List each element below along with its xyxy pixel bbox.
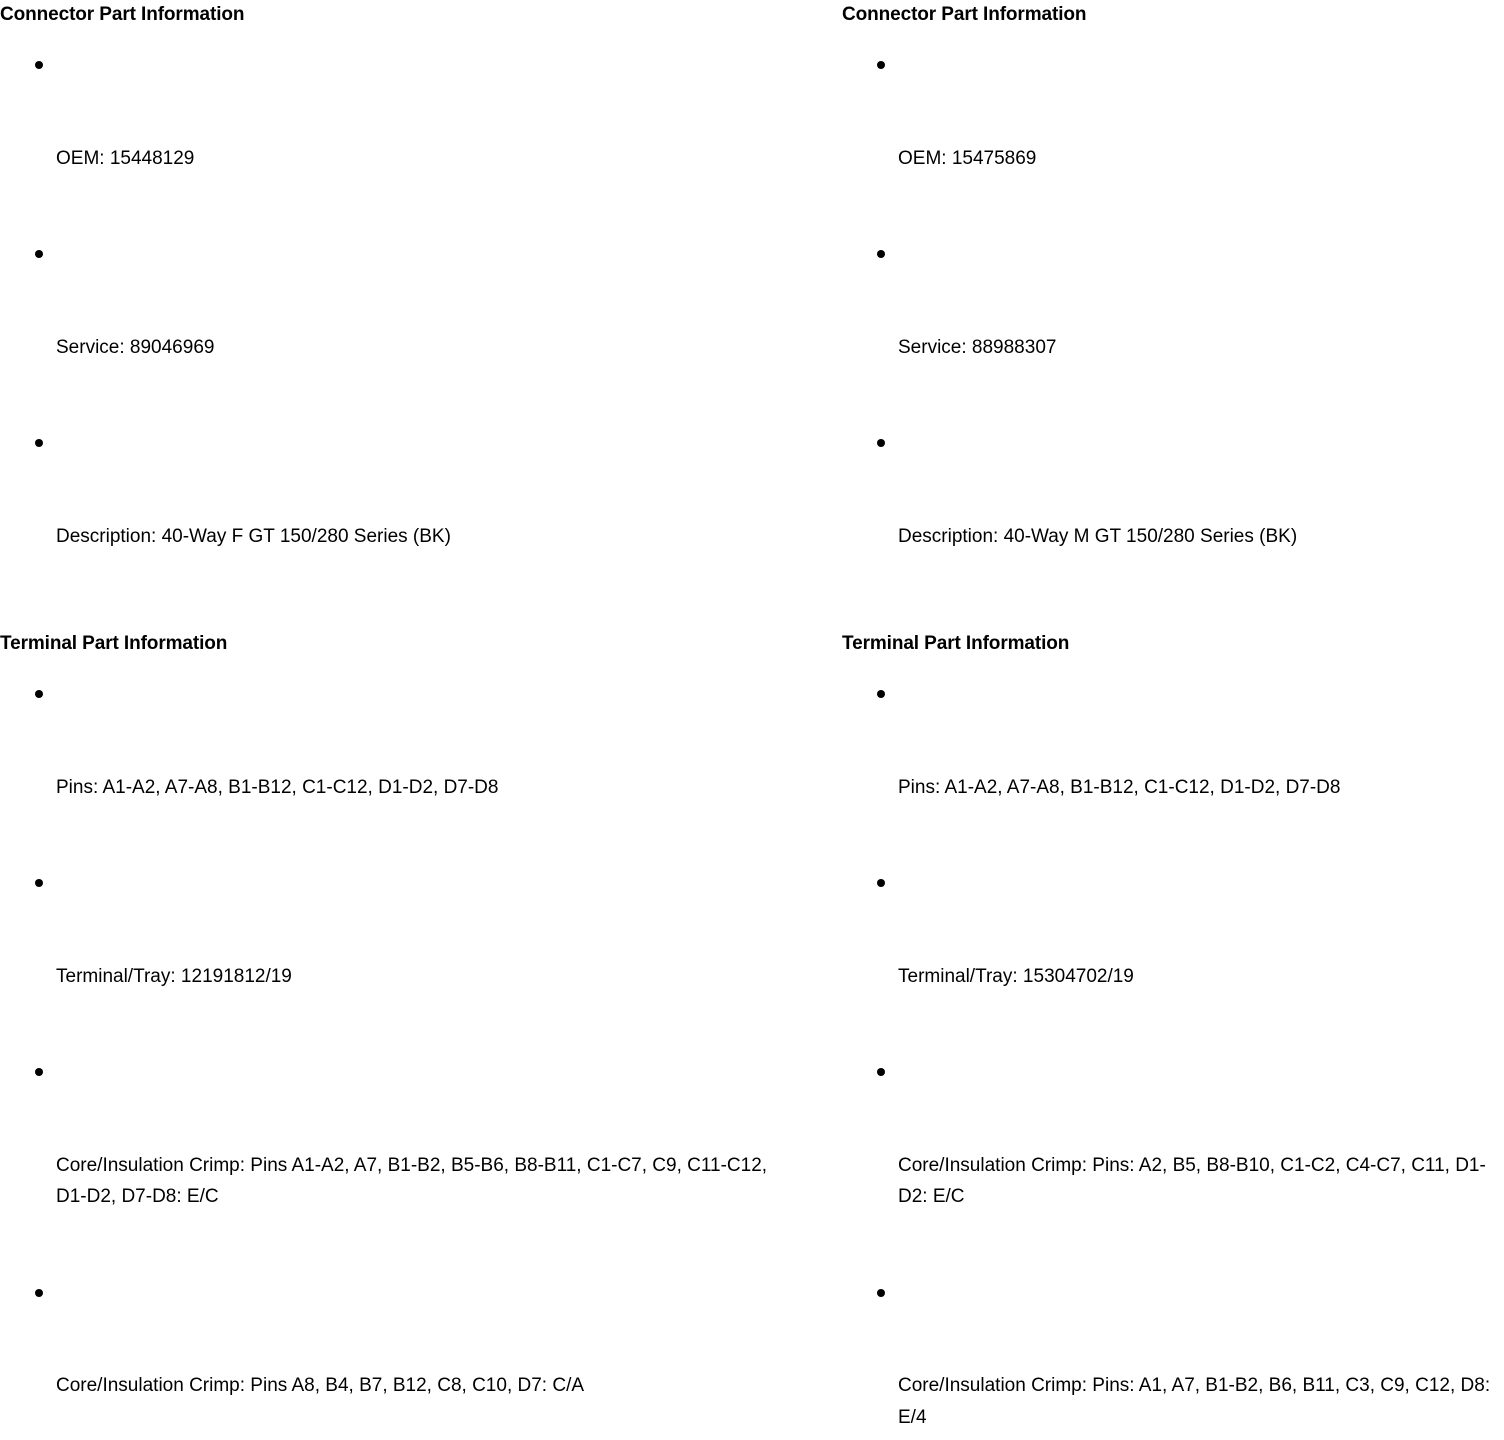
spacer — [0, 655, 800, 677]
list-item: Terminal/Tray: 15304702/19 — [842, 866, 1504, 1055]
part-information-page: Connector Part Information OEM: 15448129… — [0, 0, 1504, 720]
spacer — [842, 655, 1504, 677]
bullet-icon — [35, 439, 43, 447]
list-item-text: Service: 89046969 — [56, 332, 800, 364]
bullet-icon — [877, 61, 885, 69]
list-item-text: Pins: A1-A2, A7-A8, B1-B12, C1-C12, D1-D… — [56, 772, 800, 804]
list-item-text: Pins: A1-A2, A7-A8, B1-B12, C1-C12, D1-D… — [898, 772, 1504, 804]
list-item-text: OEM: 15448129 — [56, 143, 800, 175]
list-item-text: Core/Insulation Crimp: Pins: A2, B5, B8-… — [898, 1150, 1504, 1213]
spacer — [0, 26, 800, 48]
connector-part-list-right: OEM: 15475869 Service: 88988307 Descript… — [842, 48, 1504, 615]
list-item: Service: 89046969 — [0, 237, 800, 426]
bullet-icon — [35, 879, 43, 887]
bullet-icon — [35, 1068, 43, 1076]
bullet-icon — [877, 690, 885, 698]
list-item: Core/Insulation Crimp: Pins: A2, B5, B8-… — [842, 1055, 1504, 1276]
terminal-group-1-left: Pins: A1-A2, A7-A8, B1-B12, C1-C12, D1-D… — [0, 677, 800, 1440]
list-item-text: Terminal/Tray: 12191812/19 — [56, 961, 800, 993]
list-item-text: Terminal/Tray: 15304702/19 — [898, 961, 1504, 993]
list-item: Core/Insulation Crimp: Pins: A1, A7, B1-… — [842, 1276, 1504, 1440]
spacer — [842, 26, 1504, 48]
bullet-icon — [35, 690, 43, 698]
list-item: Pins: A1-A2, A7-A8, B1-B12, C1-C12, D1-D… — [0, 677, 800, 866]
bullet-icon — [35, 61, 43, 69]
list-item-text: Service: 88988307 — [898, 332, 1504, 364]
list-item: Description: 40-Way F GT 150/280 Series … — [0, 426, 800, 615]
bullet-icon — [877, 1068, 885, 1076]
list-item-text: Core/Insulation Crimp: Pins A8, B4, B7, … — [56, 1370, 800, 1402]
list-item-text: Description: 40-Way M GT 150/280 Series … — [898, 521, 1504, 553]
bullet-icon — [877, 439, 885, 447]
list-item: Pins: A1-A2, A7-A8, B1-B12, C1-C12, D1-D… — [842, 677, 1504, 866]
terminal-part-information-heading-right: Terminal Part Information — [842, 633, 1504, 655]
column-female-connector: Connector Part Information OEM: 15448129… — [0, 4, 800, 1440]
connector-part-information-heading-right: Connector Part Information — [842, 4, 1504, 26]
list-item: Core/Insulation Crimp: Pins A8, B4, B7, … — [0, 1276, 800, 1440]
list-item: Terminal/Tray: 12191812/19 — [0, 866, 800, 1055]
list-item-text: OEM: 15475869 — [898, 143, 1504, 175]
terminal-group-1-right: Pins: A1-A2, A7-A8, B1-B12, C1-C12, D1-D… — [842, 677, 1504, 1440]
spacer — [842, 615, 1504, 633]
list-item: Description: 40-Way M GT 150/280 Series … — [842, 426, 1504, 615]
list-item-text: Description: 40-Way F GT 150/280 Series … — [56, 521, 800, 553]
bullet-icon — [877, 1289, 885, 1297]
bullet-icon — [877, 250, 885, 258]
list-item-text: Core/Insulation Crimp: Pins: A1, A7, B1-… — [898, 1370, 1504, 1433]
bullet-icon — [35, 1289, 43, 1297]
list-item: Service: 88988307 — [842, 237, 1504, 426]
column-male-connector: Connector Part Information OEM: 15475869… — [842, 4, 1504, 1440]
bullet-icon — [877, 879, 885, 887]
terminal-part-information-heading-left: Terminal Part Information — [0, 633, 800, 655]
spacer — [0, 615, 800, 633]
list-item-text: Core/Insulation Crimp: Pins A1-A2, A7, B… — [56, 1150, 800, 1213]
connector-part-list-left: OEM: 15448129 Service: 89046969 Descript… — [0, 48, 800, 615]
bullet-icon — [35, 250, 43, 258]
list-item: OEM: 15448129 — [0, 48, 800, 237]
list-item: Core/Insulation Crimp: Pins A1-A2, A7, B… — [0, 1055, 800, 1276]
list-item: OEM: 15475869 — [842, 48, 1504, 237]
connector-part-information-heading-left: Connector Part Information — [0, 4, 800, 26]
